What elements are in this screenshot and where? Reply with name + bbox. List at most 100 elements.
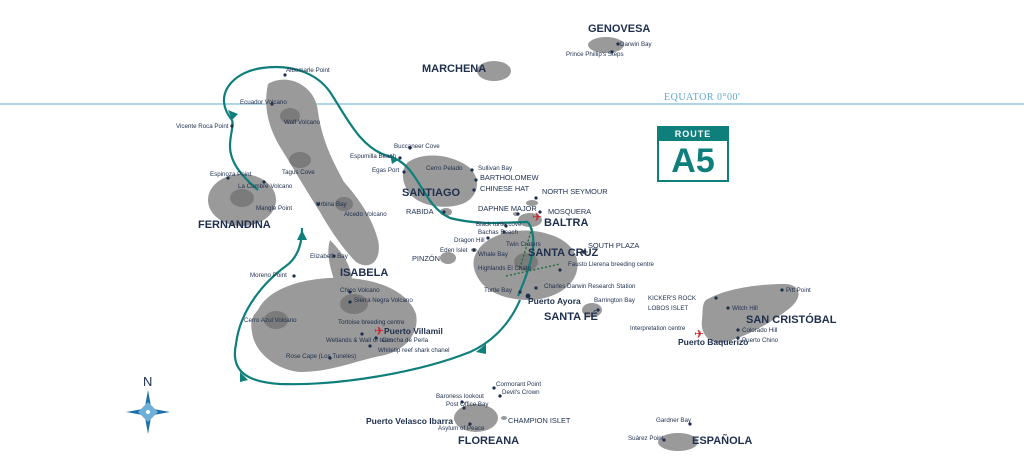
label-whale-bay: Whale Bay <box>478 251 509 258</box>
label-sierra-negra: Sierra Negra Volcano <box>354 297 413 304</box>
label-rabida: RABIDA <box>406 207 434 216</box>
land-route-baltra <box>519 227 533 269</box>
label-lobos-islet: LOBOS ISLET <box>648 305 688 312</box>
label-puerto-ayora: Puerto Ayora <box>528 296 581 306</box>
label-wolf-volcano: Wolf Volcano <box>284 119 321 126</box>
label-marchena: MARCHENA <box>422 63 486 75</box>
isabela-south <box>251 277 417 372</box>
label-dragon-hill: Dragon Hill <box>454 237 485 244</box>
la-cumbre-peak <box>230 189 254 207</box>
label-asylum-of-peace: Asylum of Peace <box>438 425 485 432</box>
label-north-seymour: NORTH SEYMOUR <box>542 187 608 196</box>
label-santa-cruz: SANTA CRUZ <box>528 247 599 259</box>
site-dots <box>226 42 784 442</box>
label-charles-darwin: Charles Darwin Research Station <box>544 283 636 290</box>
label-la-cumbre-volcano: La Cumbre Volcano <box>238 183 293 190</box>
sierra-negra-peak <box>340 294 368 314</box>
north-seymour-island <box>526 200 538 206</box>
label-moreno-point: Moreno Point <box>250 272 287 279</box>
label-fausto-llerena: Fausto Llerena breeding centre <box>568 261 655 268</box>
label-isabela: ISABELA <box>340 267 388 279</box>
route-path-santa-cruz <box>516 221 535 297</box>
label-vicente-roca-point: Vicente Roca Point <box>176 123 229 130</box>
label-concha-de-perla: Concha de Perla <box>382 337 429 344</box>
wolf-volcano-peak <box>280 108 300 124</box>
label-colorado-hill: Colorado Hill <box>742 327 777 334</box>
isabela-north <box>266 79 379 266</box>
cruise-route <box>222 66 561 386</box>
alcedo-volcano-peak <box>335 197 353 211</box>
town-labels: Puerto Ayora Puerto Villamil Puerto Baqu… <box>366 296 748 426</box>
label-post-office-bay: Post Office Bay <box>446 401 489 408</box>
compass-north-label: N <box>143 374 152 389</box>
label-twin-craters: Twin Craters <box>506 241 541 248</box>
label-cormorant-point: Cormorant Point <box>496 381 541 388</box>
label-mangle-point: Mangle Point <box>256 205 292 212</box>
label-barrington-bay: Barrington Bay <box>594 297 636 304</box>
label-south-plaza: SOUTH PLAZA <box>588 241 639 250</box>
route-arrow-2 <box>390 154 398 164</box>
label-gardner-bay: Gardner Bay <box>656 417 692 424</box>
label-urbina-bay: Urbina Bay <box>316 201 348 208</box>
label-baroness-lookout: Baroness lookout <box>436 393 484 400</box>
label-black-turtle-cove: Black turtle cove <box>476 221 522 228</box>
label-espumilla-beach: Espumilla Beach <box>350 153 397 160</box>
route-arrow-1 <box>228 110 238 120</box>
label-floreana: FLOREANA <box>458 435 519 447</box>
label-tortoise-breeding: Tortoise breeding centre <box>338 319 405 326</box>
label-rose-cape: Rose Cape (Los Tuneles) <box>286 353 356 360</box>
champion-islet <box>501 416 507 420</box>
marchena-island <box>477 61 511 81</box>
pinzon-island <box>440 252 456 264</box>
airports: ✈ ✈ ✈ <box>374 210 704 341</box>
label-bachas-beach: Bachas Beach <box>478 229 518 236</box>
label-santiago: SANTIAGO <box>402 187 461 199</box>
route-badge-header: ROUTE <box>659 128 727 141</box>
label-chinese-hat: CHINESE HAT <box>480 184 530 193</box>
label-mosquera: MOSQUERA <box>548 207 591 216</box>
label-bartholomew: BARTHOLOMEW <box>480 173 539 182</box>
santiago-island <box>402 155 477 207</box>
label-santa-fe: SANTA FÉ <box>544 310 598 323</box>
route-arrow-3 <box>297 230 307 240</box>
label-prince-phillips-steps: Prince Phillip's Steps <box>566 51 624 58</box>
genovesa-island <box>588 37 624 53</box>
label-alcedo-volcano: Alcedo Volcano <box>344 211 387 218</box>
island-labels: GENOVESA MARCHENA SANTIAGO FERNANDINA IS… <box>198 23 837 447</box>
label-fernandina: FERNANDINA <box>198 219 271 231</box>
airport-baquerizo-icon: ✈ <box>694 327 704 341</box>
label-champion-islet: CHAMPION ISLET <box>508 416 571 425</box>
label-sullivan-bay: Sullivan Bay <box>478 165 513 172</box>
label-kickers-rock: KICKER'S ROCK <box>648 295 697 302</box>
label-chico-volcano: Chico Volcano <box>340 287 380 294</box>
label-devils-crown: Devil's Crown <box>502 389 540 396</box>
label-suarez-point: Suárez Point <box>628 435 664 442</box>
label-cerro-pelado: Cerro Pelado <box>426 165 463 172</box>
label-witch-hill: Witch Hill <box>732 305 758 312</box>
label-puerto-chino: Puerto Chino <box>742 337 779 344</box>
airport-villamil-icon: ✈ <box>374 324 384 338</box>
label-pinzon: PINZÓN <box>412 254 440 263</box>
floreana-island <box>454 404 498 432</box>
label-tagus-cove: Tagus Cove <box>282 169 315 176</box>
label-highlands-el-chato: Highlands El Chato <box>478 265 532 272</box>
equator-label: EQUATOR 0°00' <box>664 92 740 103</box>
label-albemarle-point: Albemarle Point <box>286 67 330 74</box>
route-arrow-5 <box>240 372 248 382</box>
route-badge-code: A5 <box>671 142 715 180</box>
site-labels: Darwin Bay Prince Phillip's Steps Albema… <box>176 41 811 442</box>
label-egas-port: Egas Port <box>372 167 399 174</box>
label-buccaneer-cove: Buccaneer Cove <box>394 143 440 150</box>
label-turtle-bay: Turtle Bay <box>484 287 513 294</box>
cerro-azul-peak <box>264 311 288 329</box>
label-san-cristobal: SAN CRISTÓBAL <box>746 313 837 326</box>
label-interpretation-centre: Interpretation centre <box>630 325 686 332</box>
label-ecuador-volcano: Ecuador Volcano <box>240 99 287 106</box>
isabela-neck <box>328 240 352 280</box>
islands <box>208 37 799 451</box>
land-route-santa-cruz <box>505 263 561 277</box>
airport-baltra-icon: ✈ <box>532 210 542 224</box>
label-daphne-major: DAPHNE MAJOR <box>478 204 537 213</box>
label-baltra: BALTRA <box>544 217 588 229</box>
espanola-island <box>658 433 698 451</box>
